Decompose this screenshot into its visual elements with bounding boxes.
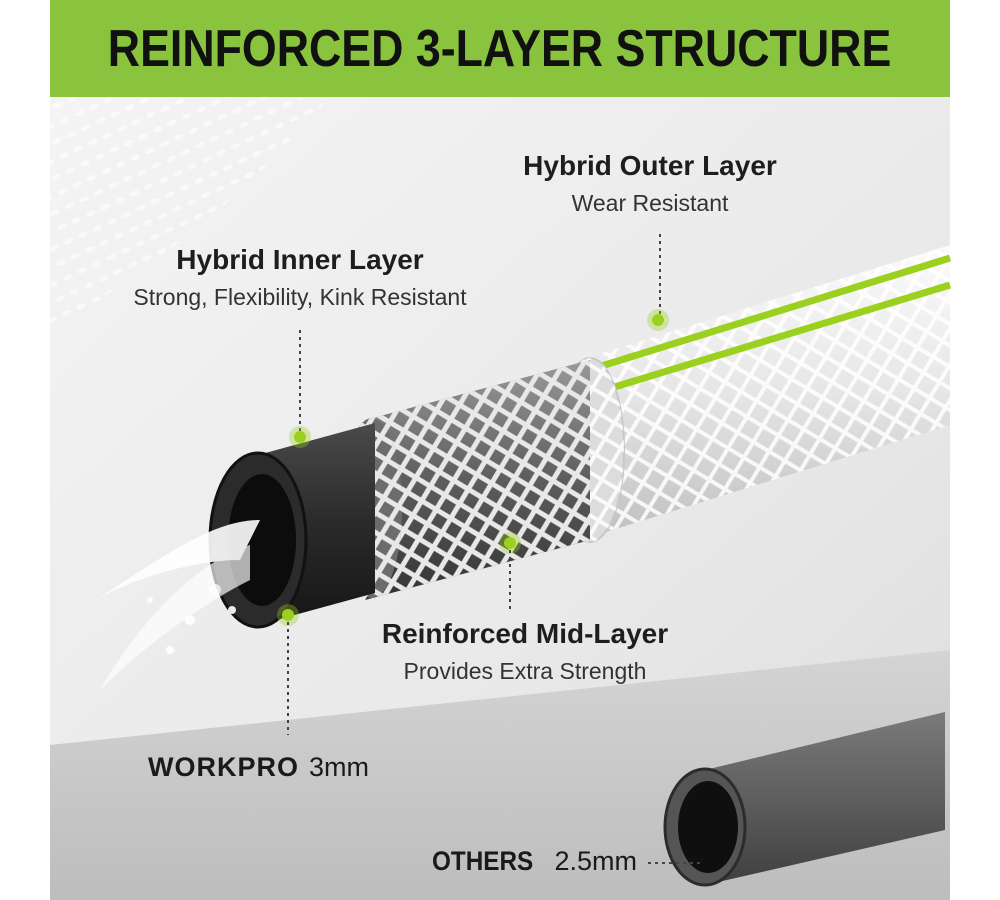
inner-layer: [208, 423, 375, 629]
callout-mid: [499, 532, 521, 610]
header: REINFORCED 3-LAYER STRUCTURE: [50, 0, 950, 97]
inner-layer-label: Hybrid Inner Layer Strong, Flexibility, …: [100, 244, 500, 311]
dot-texture: [50, 97, 330, 330]
outer-layer: [555, 245, 952, 543]
others-hose: [663, 712, 945, 887]
mid-layer-label: Reinforced Mid-Layer Provides Extra Stre…: [360, 618, 690, 685]
others-brand: OTHERS: [432, 846, 534, 876]
workpro-thickness: 3mm: [309, 752, 369, 782]
page-title: REINFORCED 3-LAYER STRUCTURE: [108, 19, 892, 78]
others-thickness-label: OTHERS 2.5mm: [432, 846, 637, 877]
callout-workpro: [277, 604, 299, 735]
callout-outer: [647, 234, 669, 331]
workpro-brand: WORKPRO: [148, 752, 299, 782]
callout-inner: [289, 330, 311, 448]
inner-layer-title: Hybrid Inner Layer: [176, 244, 424, 275]
water-splash: [95, 520, 260, 690]
outer-layer-title: Hybrid Outer Layer: [523, 150, 777, 181]
header-bar: [50, 0, 950, 97]
others-thickness: 2.5mm: [554, 846, 638, 876]
mid-layer-subtitle: Provides Extra Strength: [403, 658, 647, 684]
mid-layer: [342, 360, 590, 600]
workpro-thickness-label: WORKPRO 3mm: [148, 752, 369, 783]
outer-layer-label: Hybrid Outer Layer Wear Resistant: [495, 150, 805, 217]
outer-layer-subtitle: Wear Resistant: [571, 190, 729, 216]
inner-layer-subtitle: Strong, Flexibility, Kink Resistant: [133, 284, 467, 310]
mid-layer-title: Reinforced Mid-Layer: [381, 618, 669, 649]
